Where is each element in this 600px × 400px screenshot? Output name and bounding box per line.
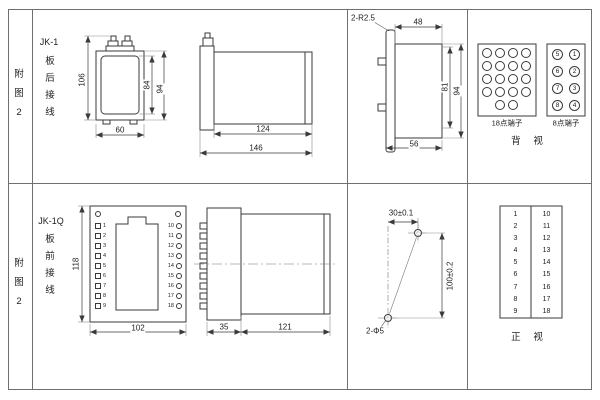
terminal-square <box>95 273 101 279</box>
terminal-row: 14 <box>158 261 182 271</box>
dim-106: 106 <box>77 72 87 88</box>
terminal-row: 16 <box>158 281 182 291</box>
terminal-circle-number: 3 <box>569 83 580 94</box>
terminal-square <box>95 253 101 259</box>
front-view-label: 正 视 <box>508 329 548 343</box>
terminal-circle <box>176 223 182 229</box>
jk1q-number-table <box>499 205 563 319</box>
terminal-row: 11 <box>158 231 182 241</box>
terminal-square <box>95 283 101 289</box>
dim-124: 124 <box>255 124 271 134</box>
terminal-row: 7 <box>95 281 106 291</box>
dim-118: 118 <box>71 256 81 272</box>
terminal-row: 17 <box>158 291 182 301</box>
terminal-circle <box>176 243 182 249</box>
label-corner-radius: 2-R2.5 <box>349 13 377 23</box>
jk1-rear-view <box>477 43 586 117</box>
jk1-front-view <box>84 35 167 138</box>
wiring-label-jk1q: 板前接线 <box>45 234 55 296</box>
terminal-circle <box>176 233 182 239</box>
terminal-row: 18 <box>158 301 182 311</box>
terminal-circle-number: 6 <box>552 66 563 77</box>
dim-30: 30±0.1 <box>387 208 415 218</box>
terminal-row: 2 <box>95 231 106 241</box>
dim-94-section: 94 <box>452 85 462 97</box>
dim-35: 35 <box>218 322 230 332</box>
terminal18-label: 18点端子 <box>491 117 523 129</box>
dim-100: 100±0.2 <box>445 260 455 292</box>
dim-81: 81 <box>440 81 450 93</box>
terminal8-label: 8点端子 <box>552 117 580 129</box>
terminal-row: 10 <box>158 221 182 231</box>
jk1-section-view <box>373 21 464 153</box>
wiring-label-jk1: 板后接线 <box>45 56 55 118</box>
jk1q-mounting-view <box>378 218 445 328</box>
terminal-circle <box>176 293 182 299</box>
terminal-circle <box>176 253 182 259</box>
terminal-row: 9 <box>95 301 106 311</box>
terminal-circle-number: 5 <box>552 49 563 60</box>
terminal-row: 8 <box>95 291 106 301</box>
terminal-circle <box>176 273 182 279</box>
terminal-row: 15 <box>158 271 182 281</box>
dim-84: 84 <box>142 79 152 91</box>
model-label-jk1: JK-1 <box>39 37 59 47</box>
terminal-row: 4 <box>95 251 106 261</box>
terminal-row: 12 <box>158 241 182 251</box>
terminal-circle <box>176 263 182 269</box>
terminal-circle <box>176 283 182 289</box>
terminal-circle <box>176 303 182 309</box>
jk1-side-view <box>199 32 313 157</box>
dim-121: 121 <box>277 322 293 332</box>
terminal-square <box>95 293 101 299</box>
label-hole-diameter: 2-Φ5 <box>365 326 385 336</box>
terminal-circle-number: 8 <box>552 100 563 111</box>
terminal-row: 3 <box>95 241 106 251</box>
terminal-row: 6 <box>95 271 106 281</box>
terminal-square <box>95 303 101 309</box>
terminal-square <box>95 263 101 269</box>
dim-60: 60 <box>114 125 126 135</box>
model-label-jk1q: JK-1Q <box>38 216 64 226</box>
rear-view-label: 背 视 <box>508 133 548 147</box>
terminal-lugs <box>199 222 208 310</box>
dim-56: 56 <box>408 139 420 149</box>
jk1q-side-view <box>194 207 338 336</box>
sheet-grid <box>8 9 592 390</box>
terminal-circle-number: 2 <box>569 66 580 77</box>
terminal-row: 5 <box>95 261 106 271</box>
terminal-circle-number: 7 <box>552 83 563 94</box>
dim-146: 146 <box>248 143 264 153</box>
dim-94-front: 94 <box>155 83 165 95</box>
dim-48: 48 <box>412 17 424 27</box>
terminal-square <box>95 243 101 249</box>
terminal-row: 13 <box>158 251 182 261</box>
jk1q-front-view <box>78 205 187 336</box>
terminal-square <box>95 233 101 239</box>
terminal18-circles <box>482 48 531 110</box>
terminal-row: 1 <box>95 221 106 231</box>
dim-102: 102 <box>130 323 146 333</box>
terminal-circle-number: 1 <box>569 49 580 60</box>
terminal-square <box>95 223 101 229</box>
terminal-circle-number: 4 <box>569 100 580 111</box>
